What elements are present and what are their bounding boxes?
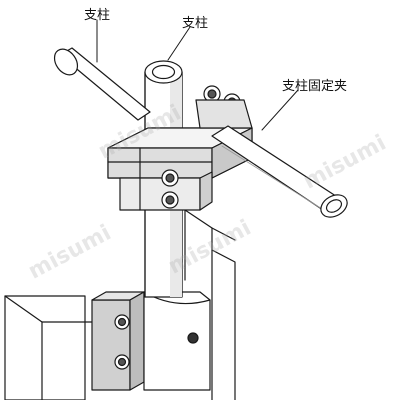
post-clamp: [107, 85, 253, 211]
label-post-left: 支柱: [84, 8, 111, 23]
left-pipe: [53, 47, 151, 121]
wall-bracket: [91, 291, 211, 391]
base-box: [4, 295, 96, 401]
label-post-center: 支柱: [182, 16, 209, 31]
back-wall: [184, 209, 236, 401]
leader-lines: [96, 19, 299, 131]
label-clamp: 支柱固定夹: [282, 79, 348, 94]
right-pipe: [211, 125, 348, 218]
